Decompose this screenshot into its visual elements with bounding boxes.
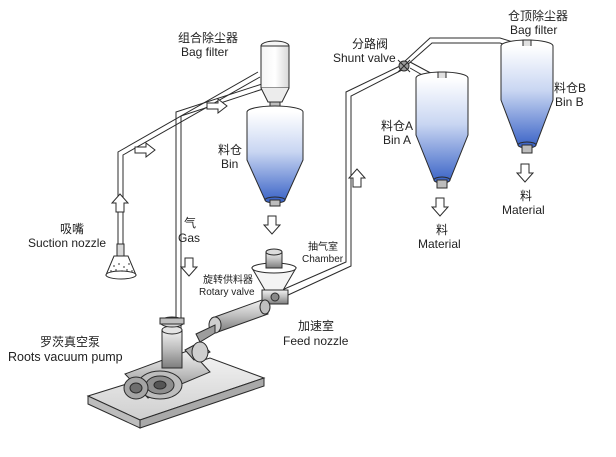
- bag-filter-left-en: Bag filter: [181, 45, 228, 59]
- pump-en: Roots vacuum pump: [8, 350, 123, 364]
- bin-a-en: Bin A: [383, 133, 411, 147]
- arrow-right-icon: [206, 97, 228, 115]
- suction-nozzle-en: Suction nozzle: [28, 236, 106, 250]
- left-bin: [246, 105, 304, 207]
- material-b-en: Material: [502, 203, 545, 217]
- roots-vacuum-pump: [86, 316, 266, 429]
- bag-filter-right-en: Bag filter: [510, 23, 557, 37]
- bag-filter-left-cn: 组合除尘器: [178, 30, 238, 45]
- material-a-cn: 料: [436, 223, 448, 237]
- bin-b: [500, 39, 554, 154]
- arrow-down-icon: [262, 215, 282, 235]
- arrow-down-icon: [430, 197, 450, 217]
- labels: 组合除尘器 Bag filter 料仓 Bin 分路阀 Shunt valve …: [8, 8, 586, 364]
- bin-b-en: Bin B: [555, 95, 584, 109]
- bin-b-cn: 料仓B: [554, 81, 586, 95]
- material-b-cn: 料: [520, 189, 532, 203]
- bin-a-cn: 料仓A: [381, 119, 413, 133]
- arrow-up-icon: [347, 168, 367, 188]
- bag-filter-right-cn: 仓顶除尘器: [508, 8, 568, 23]
- bin-a: [415, 71, 469, 189]
- rotary-valve: [251, 248, 297, 305]
- arrow-down-icon: [515, 163, 535, 183]
- arrow-right-icon: [134, 141, 156, 159]
- bin-left-en: Bin: [221, 157, 238, 171]
- chamber-en: Chamber: [302, 254, 344, 265]
- suction-nozzle-cn: 吸嘴: [60, 222, 84, 236]
- feed-nozzle-en: Feed nozzle: [283, 334, 349, 348]
- bin-left-cn: 料仓: [218, 143, 242, 157]
- left-bag-filter: [260, 40, 290, 109]
- shunt-valve: [397, 59, 411, 73]
- shunt-valve-en: Shunt valve: [333, 51, 396, 65]
- feed-nozzle-cn: 加速室: [298, 318, 334, 333]
- feed-nozzle: [195, 299, 271, 343]
- arrow-down-icon: [179, 257, 199, 277]
- shunt-valve-cn: 分路阀: [352, 36, 388, 51]
- suction-nozzle: [105, 243, 137, 280]
- gas-cn: 气: [184, 215, 196, 230]
- chamber-cn: 抽气室: [308, 240, 338, 253]
- gas-en: Gas: [178, 231, 200, 245]
- flow-arrows: [110, 97, 535, 277]
- rotary-valve-cn: 旋转供料器: [203, 273, 253, 286]
- material-a-en: Material: [418, 237, 461, 251]
- arrow-up-icon: [110, 193, 130, 213]
- pump-cn: 罗茨真空泵: [40, 335, 100, 349]
- rotary-valve-en: Rotary valve: [199, 287, 255, 298]
